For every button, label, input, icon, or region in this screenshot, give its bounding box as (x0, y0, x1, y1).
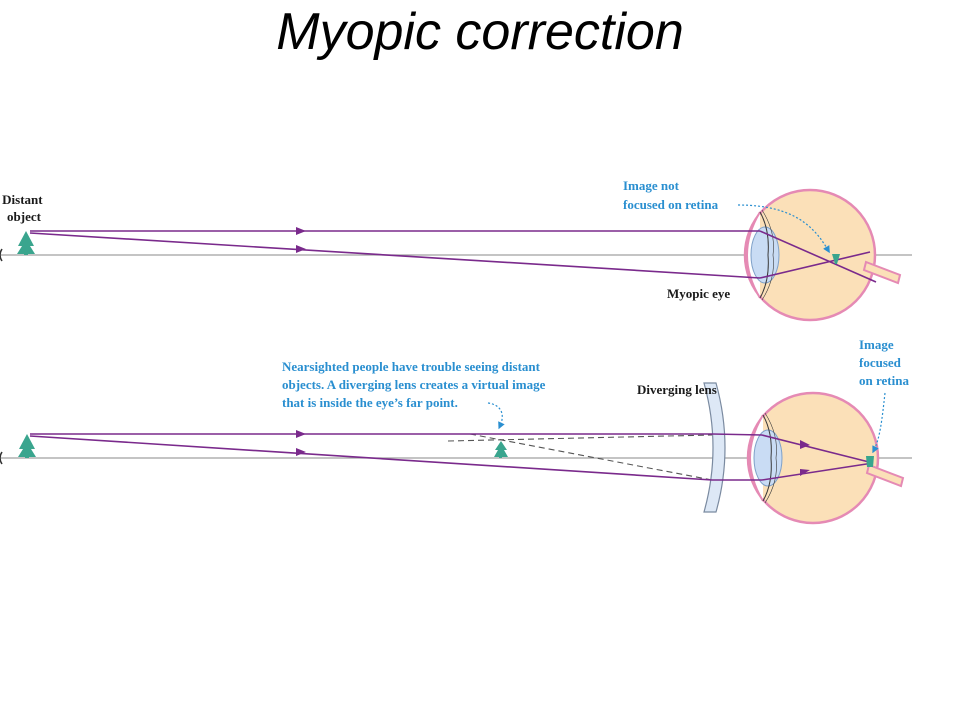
top-image-mark (832, 254, 840, 264)
top-rays (29, 230, 877, 283)
bottom-ray-arrows (296, 430, 810, 476)
nearsighted-note: Nearsighted people have trouble seeing d… (282, 359, 549, 410)
bottom-rays (29, 433, 874, 481)
tree-icon (17, 231, 35, 255)
virtual-rays (447, 433, 713, 481)
image-focused-label: Image focused on retina (859, 337, 909, 388)
top-ray-arrows (296, 227, 306, 253)
bottom-panel: Nearsighted people have trouble seeing d… (0, 337, 912, 525)
bottom-eye (746, 391, 905, 525)
virtual-image-tree-icon (494, 441, 508, 458)
top-image-pointer (737, 204, 830, 254)
diverging-lens (703, 382, 726, 513)
top-eye (743, 188, 902, 322)
bottom-axis-edge-mark (0, 451, 3, 465)
distant-object-label: Distant object (2, 192, 46, 224)
top-image-not-focused-label: Image not focused on retina (623, 178, 719, 212)
top-panel: Distant object Image not (0, 178, 912, 322)
note-pointer (487, 402, 505, 430)
top-axis-edge-mark (0, 248, 3, 262)
myopic-eye-label: Myopic eye (667, 286, 730, 301)
tree-icon (18, 434, 36, 458)
diverging-lens-label: Diverging lens (637, 382, 717, 397)
slide-title: Myopic correction (276, 3, 684, 61)
retina-image-mark (866, 456, 874, 467)
